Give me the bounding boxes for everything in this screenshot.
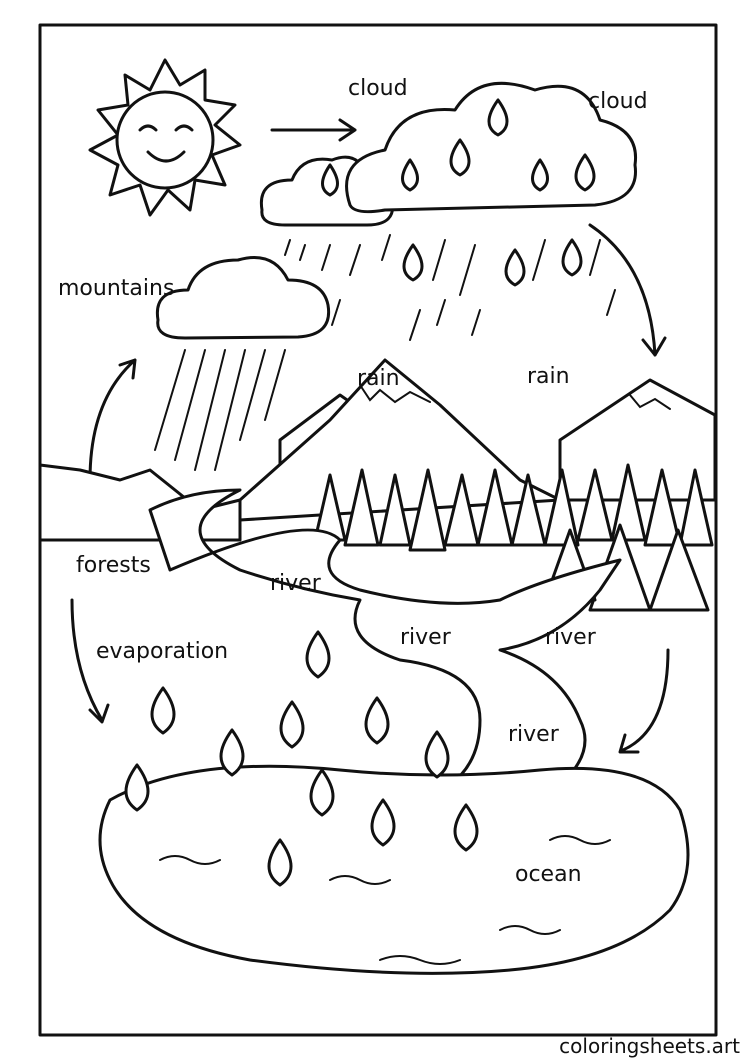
label-river-3: river xyxy=(545,625,597,650)
cloud-mountains xyxy=(155,256,331,340)
footer-credit: coloringsheets.art xyxy=(559,1034,740,1058)
label-cloud-left: cloud xyxy=(348,76,408,101)
label-rain-left: rain xyxy=(357,366,400,391)
label-ocean: ocean xyxy=(515,862,582,887)
ocean xyxy=(98,764,690,975)
label-cloud-right: cloud xyxy=(588,89,648,114)
label-river-1: river xyxy=(270,571,322,596)
arrow-down-evaporation xyxy=(70,598,110,724)
label-mountains: mountains xyxy=(58,276,174,301)
river xyxy=(148,488,622,802)
arrow-to-ocean xyxy=(618,648,670,754)
raindrop-faces xyxy=(321,98,596,287)
label-forests: forests xyxy=(76,553,151,578)
droplet-characters xyxy=(124,630,479,887)
label-river-2: river xyxy=(400,625,452,650)
label-river-4: river xyxy=(508,722,560,747)
arrow-sun-to-cloud xyxy=(270,118,357,142)
label-rain-right: rain xyxy=(527,364,570,389)
rain-streaks xyxy=(154,234,616,471)
sun-icon xyxy=(88,58,242,217)
arrow-up-evaporation xyxy=(88,358,137,482)
label-evaporation: evaporation xyxy=(96,639,228,664)
ocean-waves xyxy=(159,835,611,965)
arrow-cloud-to-mountains xyxy=(588,223,667,357)
